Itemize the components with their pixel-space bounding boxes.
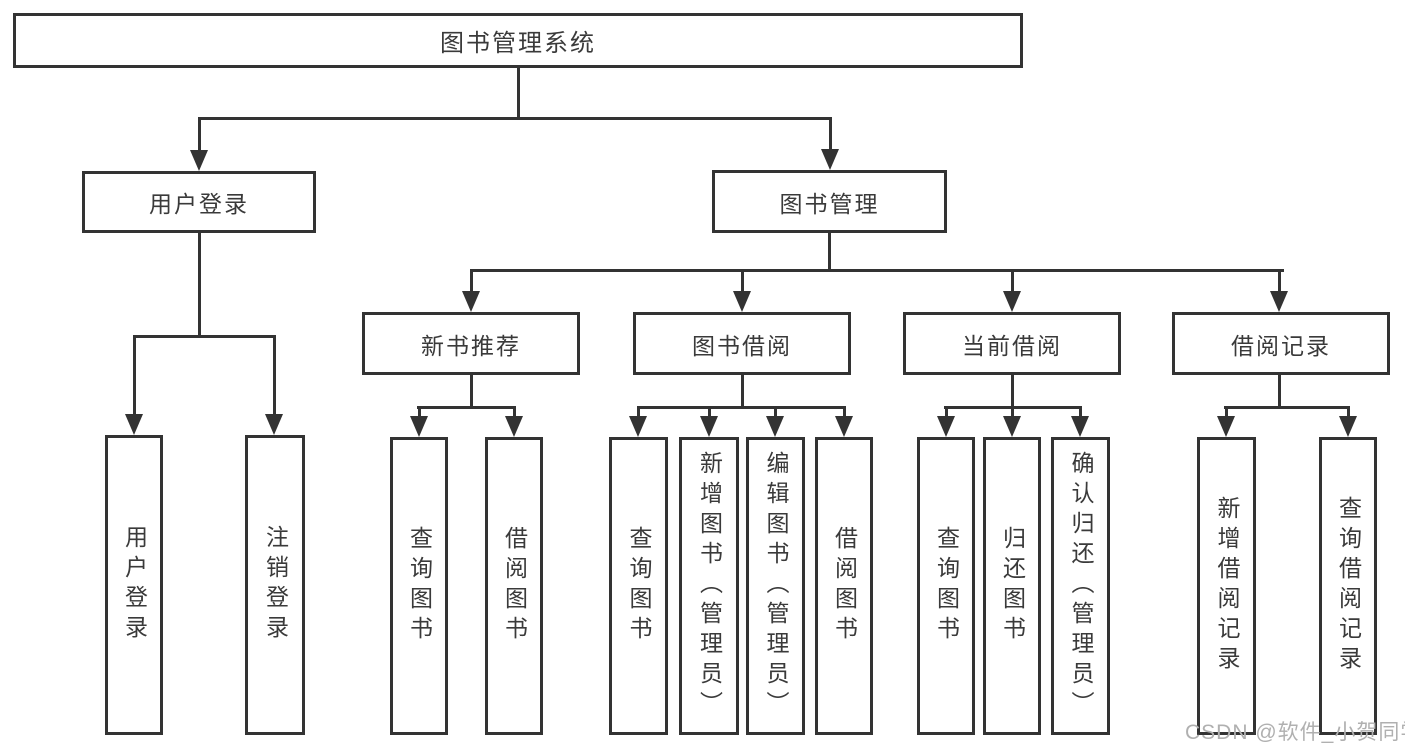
connector-to-book-borrow — [741, 269, 744, 295]
arrowhead-down-icon — [125, 414, 143, 435]
arrowhead-down-icon — [190, 150, 208, 171]
arrowhead-down-icon — [821, 149, 839, 170]
node-library-management-system: 图书管理系统 — [13, 13, 1023, 68]
arrowhead-down-icon — [1003, 416, 1021, 437]
connector-drop — [843, 406, 846, 420]
connector-new-book-stem — [470, 373, 473, 408]
leaf-user-login: 用户登录 — [105, 435, 163, 735]
leaf-label: 借阅图书 — [501, 526, 528, 646]
leaf-borrow-books: 借阅图书 — [815, 437, 873, 735]
connector-to-book-management — [829, 117, 832, 151]
node-label: 当前借阅 — [962, 332, 1062, 359]
csdn-watermark: CSDN @软件_小贺同学 — [1185, 721, 1405, 744]
node-label: 借阅记录 — [1231, 332, 1331, 359]
arrowhead-down-icon — [505, 416, 523, 437]
leaf-add-borrow-record: 新增借阅记录 — [1197, 437, 1256, 735]
connector-current-borrow-stem — [1011, 373, 1014, 408]
connector-drop — [418, 406, 421, 420]
leaf-label: 新增借阅记录 — [1214, 496, 1240, 676]
node-user-login: 用户登录 — [82, 171, 316, 233]
leaf-label: 编辑图书（管理员） — [763, 451, 789, 721]
arrowhead-down-icon — [937, 416, 955, 437]
connector-drop — [774, 406, 777, 420]
arrowhead-down-icon — [1071, 416, 1089, 437]
leaf-label: 借阅图书 — [831, 526, 858, 646]
connector-drop — [1011, 406, 1014, 420]
leaf-query-books: 查询图书 — [609, 437, 668, 735]
node-book-borrow: 图书借阅 — [633, 312, 851, 375]
node-borrow-record: 借阅记录 — [1172, 312, 1390, 375]
leaf-label: 注销登录 — [262, 525, 289, 645]
leaf-add-books-admin: 新增图书（管理员） — [679, 437, 739, 735]
leaf-label: 新增图书（管理员） — [696, 451, 723, 721]
leaf-edit-books-admin: 编辑图书（管理员） — [746, 437, 805, 735]
connector-drop — [513, 406, 516, 420]
node-label: 图书管理 — [779, 190, 880, 217]
connector-drop — [945, 406, 948, 420]
leaf-return-books: 归还图书 — [983, 437, 1041, 735]
connector-to-new-book — [470, 269, 473, 295]
arrowhead-down-icon — [462, 291, 480, 312]
connector-book-management-stem — [828, 231, 831, 271]
arrowhead-down-icon — [410, 416, 428, 437]
node-new-book-recommend: 新书推荐 — [362, 312, 580, 375]
arrowhead-down-icon — [1270, 291, 1288, 312]
leaf-label: 查询图书 — [933, 526, 960, 646]
leaf-query-borrow-record: 查询借阅记录 — [1319, 437, 1377, 735]
connector-to-logout-leaf — [273, 335, 276, 418]
leaf-label: 归还图书 — [999, 526, 1026, 646]
arrowhead-down-icon — [700, 416, 718, 437]
connector-drop — [1225, 406, 1228, 420]
node-label: 图书借阅 — [692, 332, 792, 359]
leaf-label: 查询图书 — [626, 526, 652, 646]
connector-drop — [1347, 406, 1350, 420]
connector-root-stem — [517, 66, 520, 119]
connector-to-borrow-record — [1278, 269, 1281, 295]
leaf-confirm-return-admin: 确认归还（管理员） — [1051, 437, 1110, 735]
connector-level3-rail — [470, 269, 1284, 272]
leaf-label: 查询借阅记录 — [1335, 496, 1362, 676]
arrowhead-down-icon — [766, 416, 784, 437]
connector-book-borrow-stem — [741, 373, 744, 408]
connector-level2-rail — [198, 117, 832, 120]
arrowhead-down-icon — [629, 416, 647, 437]
leaf-query-books: 查询图书 — [917, 437, 975, 735]
connector-drop — [1079, 406, 1082, 420]
arrowhead-down-icon — [1217, 416, 1235, 437]
connector-borrow-record-rail — [1224, 406, 1350, 409]
connector-to-user-login — [198, 117, 201, 152]
node-label: 图书管理系统 — [440, 30, 596, 57]
node-label: 新书推荐 — [421, 332, 521, 359]
connector-to-login-leaf — [133, 335, 136, 418]
leaf-label: 查询图书 — [406, 526, 433, 646]
arrowhead-down-icon — [265, 414, 283, 435]
leaf-borrow-books: 借阅图书 — [485, 437, 543, 735]
arrowhead-down-icon — [1003, 291, 1021, 312]
node-current-borrow: 当前借阅 — [903, 312, 1121, 375]
connector-user-login-stem — [198, 231, 201, 337]
leaf-label: 用户登录 — [121, 525, 148, 645]
arrowhead-down-icon — [835, 416, 853, 437]
connector-user-login-rail — [133, 335, 276, 338]
leaf-logout: 注销登录 — [245, 435, 305, 735]
node-book-management: 图书管理 — [712, 170, 947, 233]
connector-book-borrow-rail — [637, 406, 846, 409]
connector-drop — [708, 406, 711, 420]
connector-new-book-rail — [417, 406, 516, 409]
leaf-label: 确认归还（管理员） — [1068, 451, 1094, 721]
leaf-query-books: 查询图书 — [390, 437, 448, 735]
node-label: 用户登录 — [149, 191, 249, 217]
connector-drop — [637, 406, 640, 420]
arrowhead-down-icon — [1339, 416, 1357, 437]
arrowhead-down-icon — [733, 291, 751, 312]
connector-borrow-record-stem — [1278, 373, 1281, 408]
connector-to-current-borrow — [1011, 269, 1014, 295]
